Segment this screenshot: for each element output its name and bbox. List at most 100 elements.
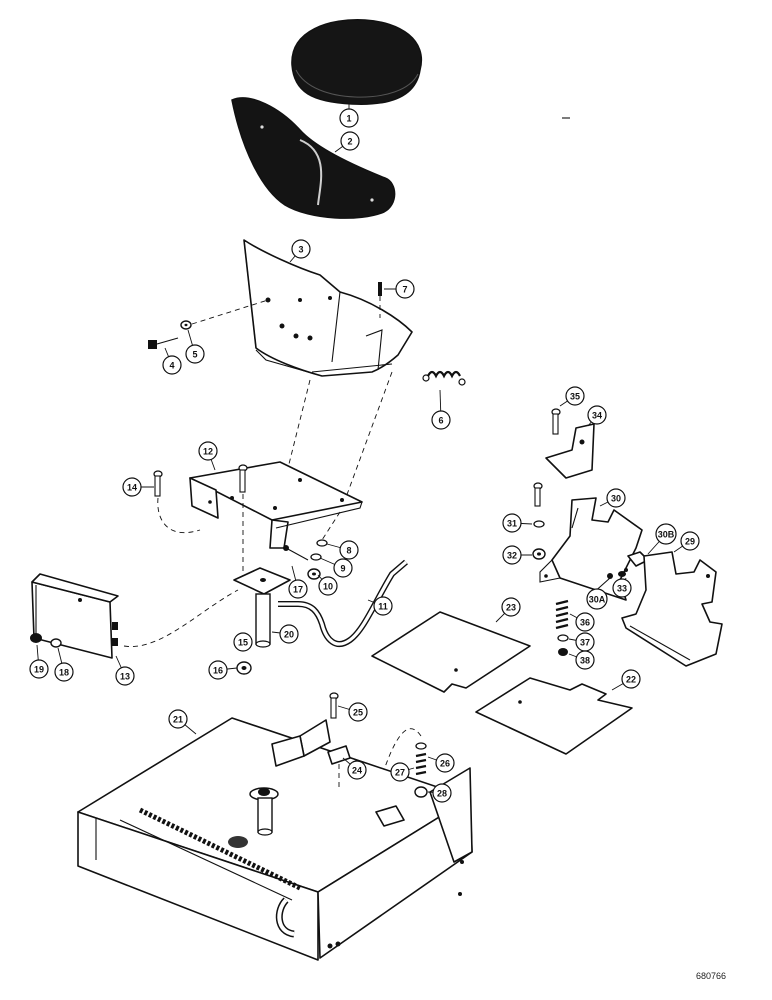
- seat-frame-bolt: [148, 337, 179, 349]
- callout-number: 3: [298, 245, 303, 255]
- callout-circle: [435, 753, 455, 773]
- callout-circle: [575, 612, 595, 632]
- callout-number: 15: [238, 638, 248, 648]
- callout-36: 36: [569, 612, 595, 632]
- callout-7: 7: [384, 279, 415, 299]
- bolt-35: [551, 408, 561, 435]
- seat-frame: [243, 239, 413, 377]
- callout-30: 30: [599, 488, 626, 508]
- callout-circle: [501, 597, 521, 617]
- callout-number: 19: [34, 665, 44, 675]
- callout-number: 2: [347, 137, 352, 147]
- callout-24: 24: [342, 757, 367, 780]
- callout-circle: [606, 488, 626, 508]
- callout-number: 5: [192, 350, 197, 360]
- callout-circle: [395, 279, 415, 299]
- callout-number: 28: [437, 789, 447, 799]
- callout-number: 25: [353, 708, 363, 718]
- callout-circle: [162, 355, 182, 375]
- callout-8: 8: [326, 540, 359, 560]
- callout-circle: [208, 660, 228, 680]
- callout-circle: [502, 545, 522, 565]
- floor-plate-22: [475, 677, 633, 755]
- washer-37: [557, 634, 569, 642]
- callout-22: 22: [611, 669, 641, 691]
- callout-circle: [340, 131, 360, 151]
- callout-30b: 30B: [647, 523, 677, 555]
- callout-number: 16: [213, 666, 223, 676]
- callout-3: 3: [289, 239, 311, 263]
- callout-number: 35: [570, 392, 580, 402]
- seat-bracket-29: [621, 551, 723, 667]
- callout-circle: [565, 386, 585, 406]
- callout-28: 28: [427, 783, 452, 803]
- callout-37: 37: [568, 632, 595, 652]
- callout-number: 6: [438, 416, 443, 426]
- callout-circle: [54, 662, 74, 682]
- seat-box: [77, 717, 473, 961]
- callout-35: 35: [559, 386, 585, 407]
- callout-number: 18: [59, 668, 69, 678]
- callout-17: 17: [288, 565, 308, 599]
- washer-18: [50, 638, 62, 648]
- callout-circle: [586, 588, 608, 610]
- callout-number: 30: [611, 494, 621, 504]
- callout-11: 11: [367, 596, 393, 616]
- callout-layer: 1234567891011121314151617181920212223242…: [29, 104, 700, 803]
- callout-number: 26: [440, 759, 450, 769]
- callout-25: 25: [337, 702, 368, 722]
- callout-circle: [288, 579, 308, 599]
- callout-number: 14: [127, 483, 137, 493]
- washer-9: [310, 553, 322, 561]
- callout-circle: [431, 410, 451, 430]
- callout-circle: [115, 666, 135, 686]
- callout-circle: [655, 523, 677, 545]
- callout-circle: [29, 659, 49, 679]
- callout-23: 23: [495, 597, 521, 623]
- drawing-number: 680766: [696, 971, 726, 981]
- callout-number: 27: [395, 768, 405, 778]
- washer-33: [533, 520, 545, 528]
- callout-29: 29: [673, 531, 700, 553]
- callout-circle: [390, 762, 410, 782]
- nut-16: [236, 661, 252, 675]
- callout-circle: [587, 405, 607, 425]
- callout-circle: [373, 596, 393, 616]
- callout-20: 20: [271, 624, 299, 644]
- callout-2: 2: [334, 131, 360, 153]
- seat-pan: [231, 97, 396, 219]
- pivot-bolt: [283, 545, 309, 561]
- callout-circle: [198, 441, 218, 461]
- nut-10: [307, 568, 321, 580]
- callout-number: 11: [378, 602, 388, 612]
- callout-circle: [621, 669, 641, 689]
- callout-number: 30A: [589, 595, 606, 605]
- callout-circle: [347, 760, 367, 780]
- callout-number: 7: [402, 285, 407, 295]
- callout-circle: [291, 239, 311, 259]
- callout-number: 33: [617, 584, 627, 594]
- bolt-25: [329, 692, 339, 719]
- callout-15: 15: [233, 632, 253, 652]
- callout-number: 10: [323, 582, 333, 592]
- callout-number: 38: [580, 656, 590, 666]
- washer-26: [415, 742, 427, 750]
- callout-27: 27: [390, 762, 415, 782]
- callout-38: 38: [568, 650, 595, 670]
- callout-number: 23: [506, 603, 516, 613]
- spring-27: [415, 752, 427, 776]
- callout-circle: [432, 783, 452, 803]
- bolt-31: [533, 482, 543, 507]
- callout-circle: [348, 702, 368, 722]
- callout-number: 9: [340, 564, 345, 574]
- callout-30a: 30A: [586, 588, 608, 610]
- tension-spring: [422, 370, 466, 386]
- callout-number: 24: [352, 766, 362, 776]
- callout-number: 30B: [658, 530, 675, 540]
- callout-circle: [122, 477, 142, 497]
- callout-4: 4: [162, 347, 182, 375]
- callout-circle: [502, 513, 522, 533]
- callout-number: 37: [580, 638, 590, 648]
- spring-36: [555, 599, 569, 630]
